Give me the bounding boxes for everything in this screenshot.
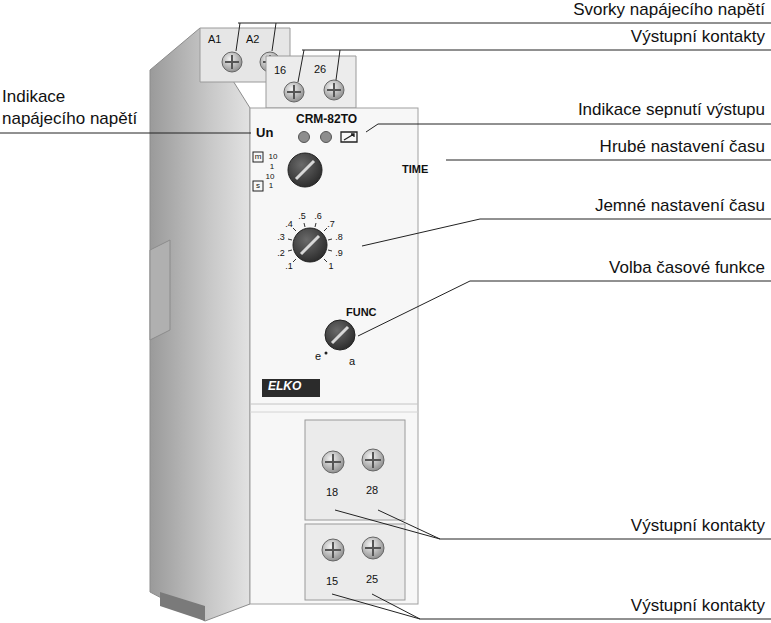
callout-label: Svorky napájecího napětí [573, 0, 765, 20]
callout-label: Jemné nastavení času [595, 196, 765, 216]
scale-mark: .3 [277, 232, 285, 242]
scale-mark: .9 [335, 248, 343, 258]
terminal-number: 15 [326, 575, 338, 588]
dial-scale [288, 223, 332, 262]
terminal-number: 16 [274, 64, 286, 77]
scale-mark: 1 [328, 261, 333, 271]
scale-mark: .1 [285, 261, 293, 271]
terminal-screw [324, 80, 344, 100]
scale-mark: .2 [277, 248, 285, 258]
function-mark: e [315, 350, 321, 363]
leader-lines [0, 23, 771, 619]
brand-logo: ELKO [268, 380, 301, 394]
front-face [250, 108, 418, 604]
screw-slot [327, 83, 341, 97]
terminal-block [266, 56, 356, 108]
range-mark: 1 [270, 162, 274, 171]
terminal-block [200, 28, 290, 82]
terminal-screw [322, 451, 344, 473]
scale-mark: .5 [298, 211, 306, 221]
callout-label: Výstupní kontakty [631, 596, 765, 616]
terminal-number: 25 [366, 573, 378, 586]
dial-slot [296, 161, 314, 179]
dial-slot [332, 327, 348, 343]
led [321, 132, 332, 143]
model-name: CRM-82TO [296, 113, 357, 127]
screw-slot [225, 55, 239, 69]
terminal-screw [362, 449, 384, 471]
housing-side [150, 28, 250, 621]
terminal-screw [362, 537, 384, 559]
screw-slot [325, 454, 341, 470]
terminal-block [305, 524, 405, 600]
led [299, 132, 310, 143]
dial-label: TIME [402, 163, 428, 176]
dial-dot [325, 352, 328, 355]
dial-slot [301, 236, 319, 254]
terminal-number: A2 [246, 33, 259, 46]
dial-label: FUNC [346, 306, 377, 319]
terminal-block [305, 420, 405, 520]
terminal-number: 28 [366, 484, 378, 497]
relay-icon [341, 132, 357, 142]
callout-label: Výstupní kontakty [631, 27, 765, 47]
scale-mark: .7 [327, 219, 335, 229]
unit-box [253, 152, 263, 162]
range-mark: 1 [269, 181, 273, 190]
terminal-screw [222, 52, 242, 72]
terminal-screw [322, 539, 344, 561]
range-mark: m [255, 152, 262, 161]
scale-mark: .6 [314, 211, 322, 221]
screw-slot [287, 85, 301, 99]
callout-label: Výstupní kontakty [631, 516, 765, 536]
terminal-number: A1 [208, 33, 221, 46]
terminal-number: 26 [314, 63, 326, 76]
callout-label: Volba časové funkce [609, 258, 765, 278]
unit-box [253, 181, 263, 191]
range-mark: 10 [266, 172, 275, 181]
callout-label: Hrubé nastavení času [600, 137, 765, 157]
rail-clip [160, 592, 205, 621]
range-mark: s [256, 181, 260, 190]
screw-slot [325, 542, 341, 558]
function-dial [325, 320, 355, 350]
face-edge [250, 412, 418, 413]
terminal-number: 18 [326, 486, 338, 499]
rail-clip [150, 240, 170, 340]
logo-badge [262, 379, 320, 397]
callout-label: Indikace sepnutí výstupu [578, 100, 765, 120]
coarse-time-dial [288, 153, 322, 187]
screw-slot [365, 452, 381, 468]
scale-mark: .8 [335, 232, 343, 242]
screw-slot [365, 540, 381, 556]
callout-label: Indikace napájecího napětí [2, 86, 147, 130]
indicator-label: Un [256, 126, 273, 141]
face-edge [250, 404, 418, 405]
scale-mark: .4 [285, 219, 293, 229]
function-mark: a [349, 355, 355, 368]
range-mark: 10 [269, 152, 278, 161]
fine-time-dial [293, 228, 327, 262]
terminal-screw [284, 82, 304, 102]
